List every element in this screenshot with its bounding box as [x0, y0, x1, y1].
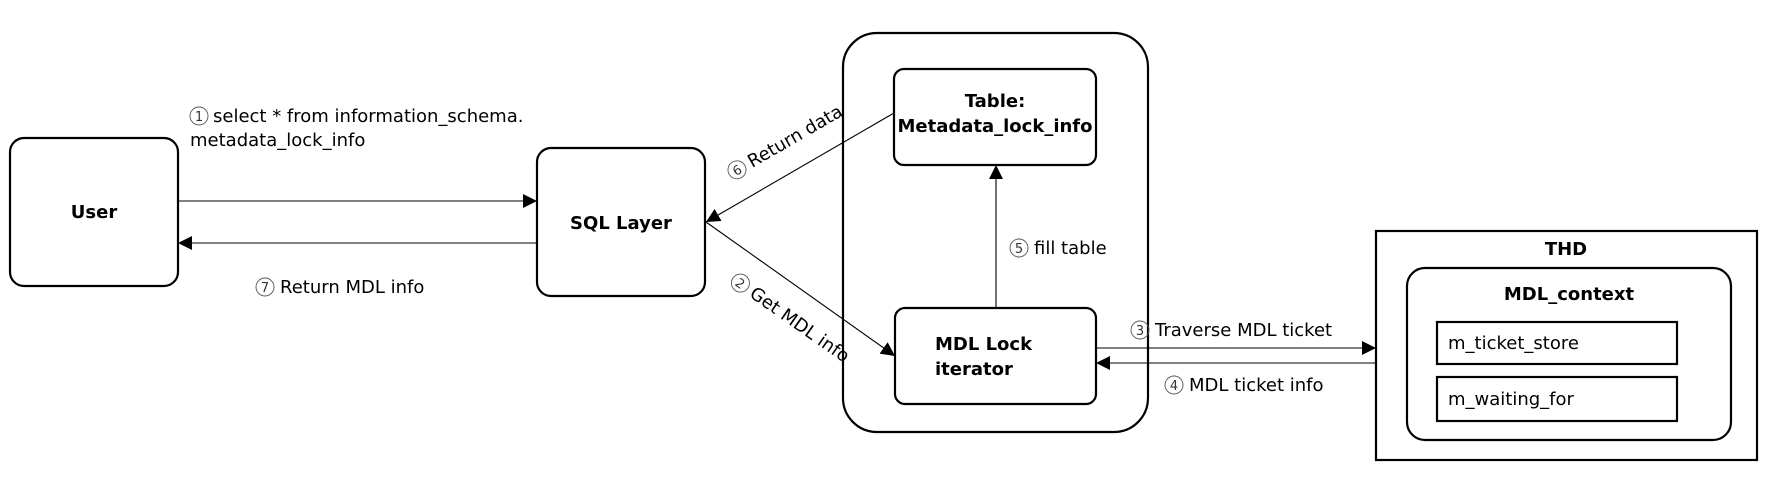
table-node: Table: Metadata_lock_info: [892, 67, 1098, 167]
step2-label: 2 Get MDL info: [730, 273, 854, 367]
user-node: User: [8, 136, 180, 288]
step1-number-circle: [189, 106, 209, 126]
step1-text-line1: select * from information_schema.: [213, 106, 523, 127]
thd-node: THD MDL_context m_ticket_store m_waiting…: [1374, 229, 1759, 462]
step4-text: MDL ticket info: [1189, 375, 1324, 396]
step4-number-circle: [1164, 375, 1184, 395]
ticket-store-label: m_ticket_store: [1448, 333, 1579, 354]
step2-number: 2: [732, 276, 747, 293]
sql-layer-label: SQL Layer: [570, 213, 672, 234]
step3-number: 3: [1136, 324, 1144, 339]
step7-number: 7: [261, 281, 269, 296]
arrow-step6: [705, 112, 895, 223]
arrow-step2: [705, 221, 896, 357]
step1-text-line2: metadata_lock_info: [190, 130, 365, 151]
step3-label: 3 Traverse MDL ticket: [1130, 320, 1332, 341]
ticket-store-field: [1435, 320, 1679, 366]
mdl-context-label: MDL_context: [1504, 284, 1635, 305]
waiting-for-label: m_waiting_for: [1448, 389, 1575, 410]
step1-label: 1 select * from information_schema. meta…: [189, 106, 523, 151]
step7-label: 7 Return MDL info: [255, 277, 424, 298]
table-label-line1: Table:: [965, 91, 1026, 112]
step1-number: 1: [195, 110, 203, 125]
step6-label: 6 Return data: [727, 101, 846, 180]
waiting-for-field: [1435, 375, 1679, 423]
step7-number-circle: [255, 277, 275, 297]
step5-number-circle: [1009, 238, 1029, 258]
sql-layer-node: SQL Layer: [535, 146, 707, 298]
step7-text: Return MDL info: [280, 277, 424, 298]
step5-text: fill table: [1034, 238, 1107, 259]
step3-number-circle: [1130, 320, 1150, 340]
step4-label: 4 MDL ticket info: [1164, 375, 1324, 396]
iterator-node: MDL Lock iterator: [893, 306, 1098, 406]
step6-number-circle: [727, 160, 747, 180]
user-label: User: [71, 202, 118, 223]
step3-text: Traverse MDL ticket: [1154, 320, 1332, 341]
step5-label: 5 fill table: [1009, 238, 1107, 259]
step5-number: 5: [1015, 242, 1023, 257]
iterator-label-line2: iterator: [935, 359, 1013, 380]
iterator-label-line1: MDL Lock: [935, 334, 1033, 355]
thd-label: THD: [1545, 239, 1587, 260]
step6-text: Return data: [744, 101, 846, 172]
step2-text: Get MDL info: [746, 283, 854, 367]
step4-number: 4: [1170, 379, 1178, 394]
table-label-line2: Metadata_lock_info: [897, 116, 1092, 137]
step2-number-circle: [730, 273, 750, 293]
